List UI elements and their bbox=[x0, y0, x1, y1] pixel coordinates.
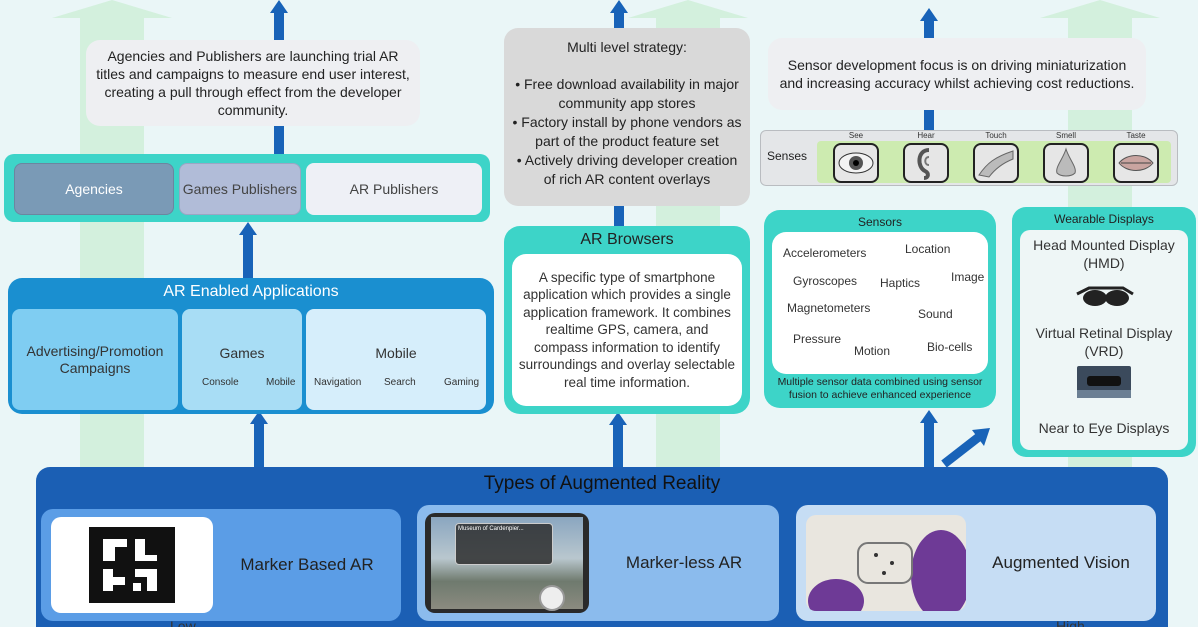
advertising-cell[interactable]: Advertising/Promotion Campaigns bbox=[12, 309, 178, 410]
sensors-title: Sensors bbox=[857, 215, 903, 229]
publishers-note-text: Agencies and Publishers are launching tr… bbox=[96, 48, 410, 118]
types-of-ar-panel: Types of Augmented Reality Marker Based … bbox=[36, 467, 1168, 627]
publishers-note: Agencies and Publishers are launching tr… bbox=[86, 40, 420, 126]
mobile-label: Mobile bbox=[375, 345, 417, 361]
eye-icon bbox=[833, 143, 879, 183]
sensor-image: Image bbox=[951, 270, 985, 284]
ar-browsers-title: AR Browsers bbox=[580, 231, 674, 248]
sensors-list: Accelerometers Location Gyroscopes Hapti… bbox=[772, 232, 988, 374]
publishers-panel: Agencies Games Publishers AR Publishers bbox=[4, 154, 490, 222]
sensor-motion: Motion bbox=[854, 344, 891, 358]
strategy-bullet-1: • Free download availability in major co… bbox=[515, 76, 739, 111]
games-mobile-label: Mobile bbox=[266, 377, 296, 388]
ar-browsers-description: A specific type of smartphone applicatio… bbox=[512, 254, 742, 406]
sensor-haptics: Haptics bbox=[880, 276, 921, 290]
phone-overlay-bubble: Museum of Cardenpier... bbox=[455, 523, 553, 565]
marker-based-ar-card[interactable]: Marker Based AR bbox=[41, 509, 401, 621]
ar-browsers-panel: AR Browsers A specific type of smartphon… bbox=[504, 226, 750, 414]
sensors-panel: Sensors Accelerometers Location Gyroscop… bbox=[764, 210, 996, 408]
sensor-pressure: Pressure bbox=[793, 332, 842, 346]
ar-browsers-text: A specific type of smartphone applicatio… bbox=[518, 269, 736, 390]
hand-icon bbox=[973, 143, 1019, 183]
vision-photo-image bbox=[806, 515, 966, 611]
vrd-photo-icon bbox=[1077, 366, 1131, 398]
strategy-bullet-2: • Factory install by phone vendors as pa… bbox=[512, 114, 742, 149]
augmented-vision-label: Augmented Vision bbox=[992, 553, 1130, 572]
ar-publishers-label: AR Publishers bbox=[349, 181, 439, 197]
games-cell[interactable]: Games Console Mobile bbox=[182, 309, 302, 410]
mobile-cell[interactable]: Mobile Navigation Search Gaming bbox=[306, 309, 486, 410]
senses-label: Senses bbox=[767, 149, 808, 163]
ar-publishers-cell[interactable]: AR Publishers bbox=[306, 163, 482, 215]
senses-strip: Senses See Hear Touch Smell Taste bbox=[760, 130, 1178, 186]
sensor-magnetometers: Magnetometers bbox=[787, 301, 871, 315]
ned-label: Near to Eye Displays bbox=[1038, 420, 1170, 436]
sense-label-hear: Hear bbox=[917, 131, 935, 140]
nose-icon bbox=[1043, 143, 1089, 183]
agencies-label: Agencies bbox=[65, 181, 123, 197]
sense-label-taste: Taste bbox=[1126, 131, 1146, 140]
sensor-focus-note: Sensor development focus is on driving m… bbox=[768, 38, 1146, 110]
augmented-vision-card[interactable]: Augmented Vision bbox=[796, 505, 1156, 621]
mouth-icon bbox=[1113, 143, 1159, 183]
marker-less-label: Marker-less AR bbox=[625, 553, 743, 572]
ar-enabled-title: AR Enabled Applications bbox=[163, 283, 339, 300]
ar-marker-icon bbox=[89, 527, 175, 603]
mobile-gaming-label: Gaming bbox=[444, 377, 480, 388]
advertising-label: Advertising/Promotion Campaigns bbox=[26, 342, 164, 376]
high-label: High bbox=[1056, 618, 1085, 627]
strategy-note: Multi level strategy: • Free download av… bbox=[504, 28, 750, 206]
marker-based-label: Marker Based AR bbox=[240, 555, 374, 574]
vrd-label: Virtual Retinal Display (VRD) bbox=[1035, 325, 1173, 359]
sensor-bio-cells: Bio-cells bbox=[927, 340, 973, 354]
sensor-focus-text: Sensor development focus is on driving m… bbox=[779, 57, 1135, 91]
games-publishers-label: Games Publishers bbox=[182, 180, 298, 197]
sensor-accelerometers: Accelerometers bbox=[783, 246, 867, 260]
strategy-bullet-3: • Actively driving developer creation of… bbox=[516, 152, 738, 187]
sense-label-smell: Smell bbox=[1055, 131, 1076, 140]
ar-enabled-applications-panel: AR Enabled Applications Advertising/Prom… bbox=[8, 278, 494, 414]
wearable-title: Wearable Displays bbox=[1054, 212, 1154, 226]
ear-icon bbox=[903, 143, 949, 183]
sensor-location: Location bbox=[905, 242, 951, 256]
wearable-displays-panel: Wearable Displays Head Mounted Display (… bbox=[1012, 207, 1196, 457]
sensor-gyroscopes: Gyroscopes bbox=[793, 274, 858, 288]
games-console-label: Console bbox=[202, 377, 239, 388]
sensor-sound: Sound bbox=[918, 307, 953, 321]
phone-overlay-text: Museum of Cardenpier... bbox=[458, 526, 524, 532]
strategy-heading: Multi level strategy: bbox=[567, 39, 687, 55]
mobile-search-label: Search bbox=[384, 377, 416, 388]
wearable-list: Head Mounted Display (HMD) Virtual Retin… bbox=[1020, 230, 1188, 450]
games-label: Games bbox=[219, 345, 265, 361]
marker-image bbox=[51, 517, 213, 613]
sense-label-touch: Touch bbox=[985, 131, 1007, 140]
phone-screenshot-image: Museum of Cardenpier... bbox=[425, 513, 589, 613]
sense-label-see: See bbox=[848, 131, 864, 140]
agencies-cell[interactable]: Agencies bbox=[14, 163, 174, 215]
hmd-glasses-icon bbox=[1075, 284, 1135, 317]
mobile-navigation-label: Navigation bbox=[314, 377, 362, 388]
low-label: Low bbox=[170, 618, 196, 627]
compass-icon bbox=[539, 585, 565, 611]
sensors-caption: Multiple sensor data combined using sens… bbox=[777, 376, 983, 401]
marker-less-ar-card[interactable]: Museum of Cardenpier... Marker-less AR bbox=[417, 505, 779, 621]
hmd-label: Head Mounted Display (HMD) bbox=[1033, 237, 1175, 271]
games-publishers-cell[interactable]: Games Publishers bbox=[179, 163, 301, 215]
types-title: Types of Augmented Reality bbox=[483, 473, 721, 494]
